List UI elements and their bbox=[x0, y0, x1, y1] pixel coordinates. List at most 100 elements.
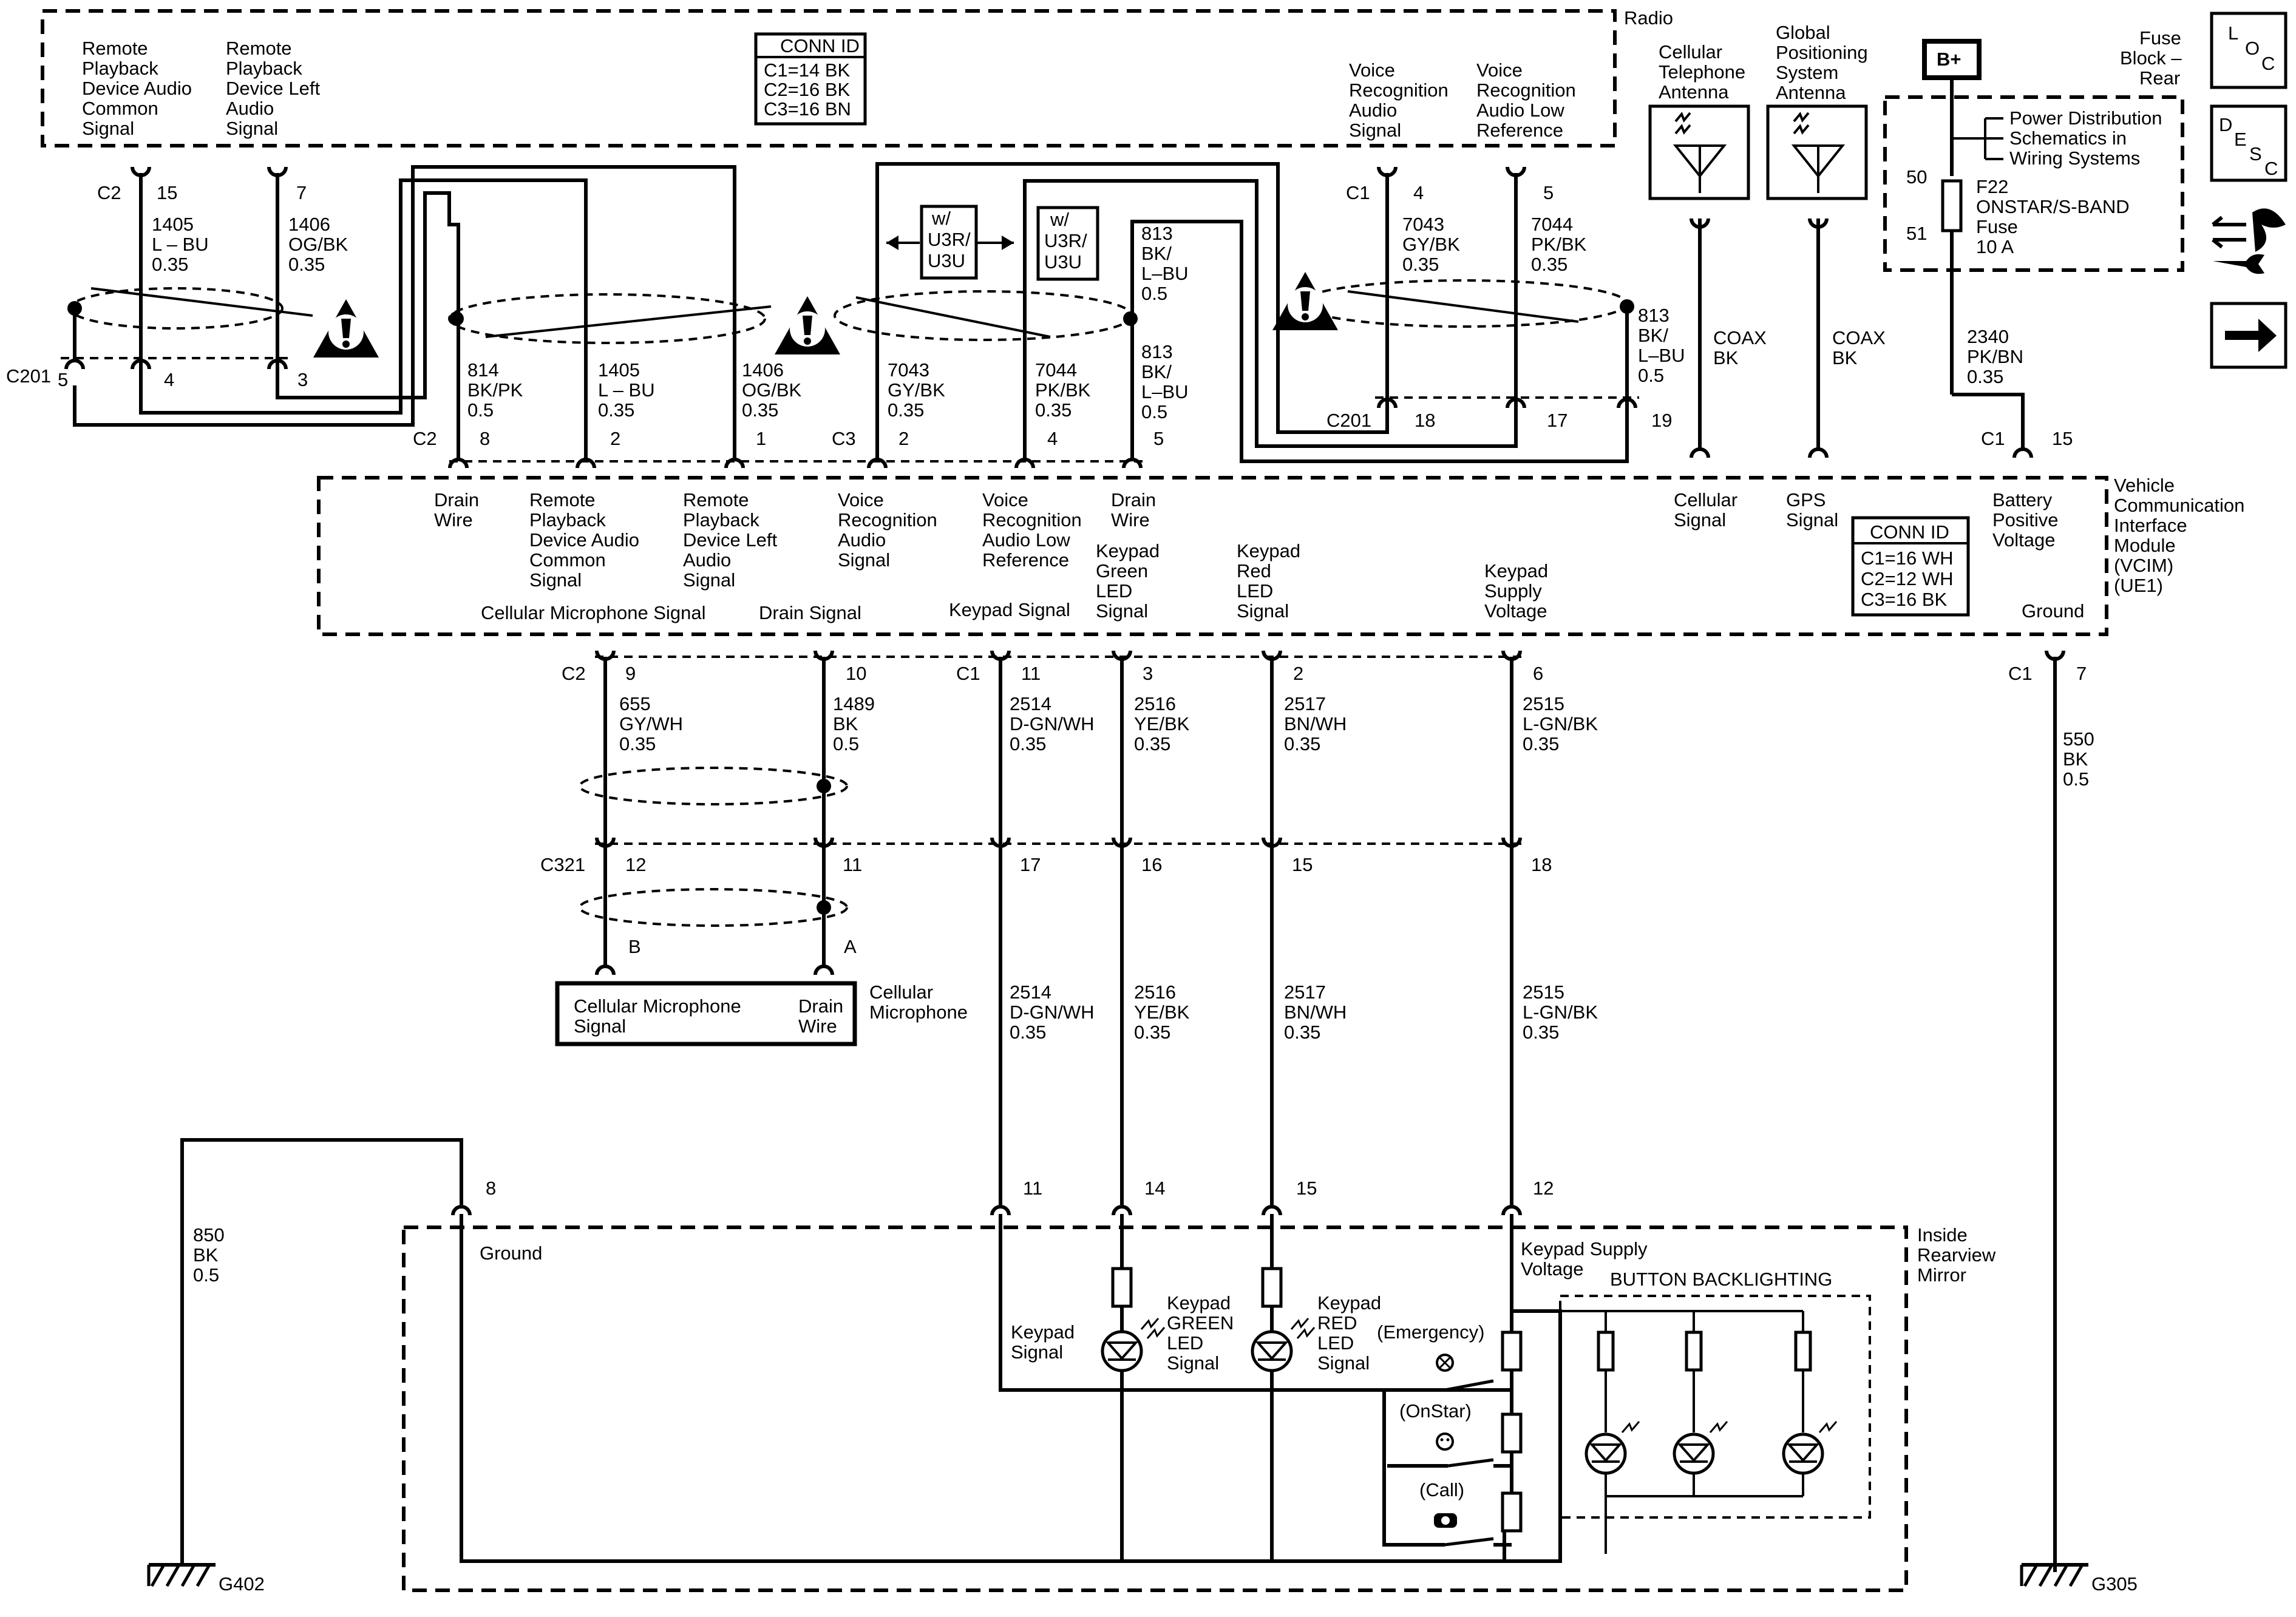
svg-text:C2: C2 bbox=[413, 428, 437, 449]
c321-connector: C321 12 11 17 16 15 18 bbox=[540, 838, 1552, 875]
svg-text:Drain: Drain bbox=[1111, 489, 1156, 510]
svg-text:11: 11 bbox=[843, 854, 862, 875]
svg-text:11: 11 bbox=[1021, 663, 1041, 684]
vcim-top-labels: Drain Wire Remote Playback Device Audio … bbox=[434, 489, 2059, 591]
svg-text:0.35: 0.35 bbox=[742, 399, 778, 421]
svg-text:Voice: Voice bbox=[838, 489, 884, 510]
location-icon[interactable]: L O C bbox=[2210, 12, 2288, 89]
svg-text:Device Left: Device Left bbox=[226, 78, 320, 99]
svg-text:C1: C1 bbox=[956, 663, 980, 684]
svg-text:Signal: Signal bbox=[1011, 1341, 1063, 1363]
middle-shield-right bbox=[834, 290, 1138, 341]
svg-text:1405: 1405 bbox=[598, 359, 640, 381]
warning-icon-right bbox=[1272, 272, 1338, 330]
svg-text:0.5: 0.5 bbox=[467, 399, 494, 421]
svg-text:D: D bbox=[2219, 114, 2232, 135]
svg-text:Keypad: Keypad bbox=[1317, 1292, 1381, 1314]
svg-text:Positive: Positive bbox=[1992, 509, 2059, 531]
svg-text:C201: C201 bbox=[1326, 410, 1371, 431]
svg-text:Voltage: Voltage bbox=[1992, 529, 2055, 551]
svg-text:Playback: Playback bbox=[82, 58, 158, 79]
svg-text:C2: C2 bbox=[97, 182, 121, 203]
battery-label: B+ bbox=[1937, 49, 1961, 70]
svg-text:813: 813 bbox=[1141, 223, 1173, 244]
svg-text:(UE1): (UE1) bbox=[2114, 575, 2163, 596]
vcim-top-pins: C2 8 2 1 C3 2 4 5 bbox=[413, 428, 1164, 468]
svg-text:Audio Low: Audio Low bbox=[982, 529, 1070, 551]
svg-text:7044: 7044 bbox=[1531, 214, 1573, 235]
vcim-title: Vehicle Communication Interface Module (… bbox=[2114, 475, 2244, 596]
svg-text:Telephone: Telephone bbox=[1659, 61, 1745, 83]
svg-text:Recognition: Recognition bbox=[1349, 80, 1449, 101]
svg-text:18: 18 bbox=[1531, 854, 1552, 875]
svg-text:Voltage: Voltage bbox=[1521, 1258, 1583, 1280]
harness-left-labels: 814 BK/PK 0.5 1405 L – BU 0.35 1406 OG/B… bbox=[467, 359, 802, 421]
svg-text:2: 2 bbox=[1293, 663, 1303, 684]
svg-text:U3U: U3U bbox=[1044, 251, 1082, 273]
svg-text:0.35: 0.35 bbox=[1284, 1022, 1320, 1043]
radio-module: Radio CONN ID C1=14 BK C2=16 BK C3=16 BN… bbox=[41, 7, 1673, 147]
svg-text:Global: Global bbox=[1776, 22, 1830, 43]
svg-text:BN/WH: BN/WH bbox=[1284, 1002, 1347, 1023]
svg-text:11: 11 bbox=[1023, 1178, 1042, 1199]
ground-label-g402: G402 bbox=[219, 1573, 265, 1595]
svg-text:0.35: 0.35 bbox=[598, 399, 634, 421]
svg-text:2516: 2516 bbox=[1134, 981, 1176, 1003]
svg-text:3: 3 bbox=[297, 369, 308, 390]
svg-text:w/: w/ bbox=[931, 208, 951, 229]
svg-text:Signal: Signal bbox=[82, 118, 134, 139]
svg-text:Voice: Voice bbox=[1349, 59, 1395, 81]
gps-antenna: Global Positioning System Antenna COAX B… bbox=[1766, 22, 1886, 458]
svg-text:Remote: Remote bbox=[683, 489, 749, 510]
svg-text:Keypad: Keypad bbox=[1011, 1321, 1075, 1343]
svg-text:1489: 1489 bbox=[833, 693, 875, 714]
svg-text:Schematics in: Schematics in bbox=[2009, 127, 2127, 149]
svg-text:Audio: Audio bbox=[838, 529, 886, 551]
svg-text:BN/WH: BN/WH bbox=[1284, 713, 1347, 734]
svg-text:C: C bbox=[2264, 158, 2278, 179]
wrench-harness-icon[interactable] bbox=[2212, 208, 2286, 274]
svg-text:4: 4 bbox=[1413, 182, 1424, 203]
svg-text:C321: C321 bbox=[540, 854, 585, 875]
svg-text:Signal: Signal bbox=[1237, 600, 1289, 622]
svg-text:7: 7 bbox=[2076, 663, 2087, 684]
svg-text:YE/BK: YE/BK bbox=[1134, 1002, 1190, 1023]
svg-text:2515: 2515 bbox=[1523, 981, 1564, 1003]
svg-text:9: 9 bbox=[625, 663, 636, 684]
svg-text:8: 8 bbox=[480, 428, 490, 449]
vcim-module: Vehicle Communication Interface Module (… bbox=[317, 475, 2244, 636]
svg-text:BK: BK bbox=[2063, 748, 2088, 770]
svg-text:0.35: 0.35 bbox=[288, 254, 325, 275]
svg-text:Recognition: Recognition bbox=[838, 509, 937, 531]
c201-right-connector: C201 18 17 19 bbox=[1326, 396, 1672, 431]
svg-text:15: 15 bbox=[157, 182, 177, 203]
svg-text:GREEN: GREEN bbox=[1167, 1312, 1234, 1334]
description-icon[interactable]: D E S C bbox=[2210, 104, 2288, 182]
svg-text:Drain Signal: Drain Signal bbox=[759, 602, 861, 623]
next-arrow-icon[interactable] bbox=[2210, 302, 2288, 369]
svg-text:BK: BK bbox=[1713, 347, 1739, 368]
svg-text:Signal: Signal bbox=[683, 569, 735, 591]
svg-text:0.5: 0.5 bbox=[193, 1264, 219, 1286]
svg-text:C2: C2 bbox=[562, 663, 586, 684]
svg-text:PK/BN: PK/BN bbox=[1967, 346, 2023, 367]
svg-text:GY/BK: GY/BK bbox=[1402, 234, 1460, 255]
svg-text:Wire: Wire bbox=[798, 1015, 837, 1037]
svg-text:BK/: BK/ bbox=[1141, 361, 1172, 382]
svg-text:YE/BK: YE/BK bbox=[1134, 713, 1190, 734]
svg-text:0.35: 0.35 bbox=[888, 399, 924, 421]
svg-text:BK/PK: BK/PK bbox=[467, 379, 523, 401]
svg-text:Signal: Signal bbox=[838, 549, 890, 571]
svg-text:0.35: 0.35 bbox=[1523, 733, 1559, 754]
svg-text:Fuse: Fuse bbox=[1976, 216, 2018, 237]
radio-connector-pins: C2 15 7 C1 4 5 bbox=[97, 167, 1554, 203]
svg-text:2517: 2517 bbox=[1284, 981, 1326, 1003]
svg-text:D-GN/WH: D-GN/WH bbox=[1010, 713, 1094, 734]
svg-text:5: 5 bbox=[58, 369, 68, 390]
svg-text:L: L bbox=[2228, 22, 2238, 44]
svg-text:BK: BK bbox=[833, 713, 858, 734]
svg-text:813: 813 bbox=[1638, 305, 1669, 326]
inside-rearview-mirror: Inside Rearview Mirror 8 11 14 15 12 Gro… bbox=[402, 1178, 1996, 1592]
svg-text:BK/: BK/ bbox=[1638, 325, 1668, 346]
